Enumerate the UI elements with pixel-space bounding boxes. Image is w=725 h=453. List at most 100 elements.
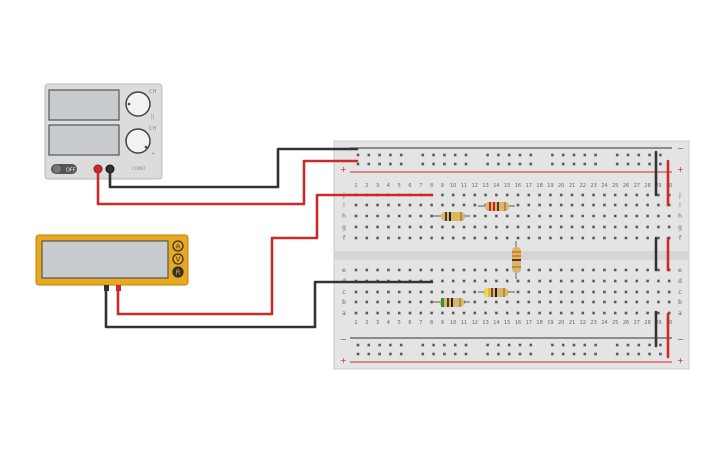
breadboard-hole[interactable] xyxy=(505,311,509,315)
breadboard-hole[interactable] xyxy=(603,268,606,272)
breadboard-hole[interactable] xyxy=(549,311,552,315)
breadboard-hole[interactable] xyxy=(473,203,477,207)
breadboard-hole[interactable] xyxy=(538,203,541,207)
breadboard-hole[interactable] xyxy=(462,225,466,229)
breadboard-hole[interactable] xyxy=(441,311,444,315)
breadboard-hole[interactable] xyxy=(657,290,660,294)
breadboard-hole[interactable] xyxy=(378,162,381,166)
breadboard-hole[interactable] xyxy=(464,153,468,157)
breadboard-hole[interactable] xyxy=(354,268,358,272)
breadboard-hole[interactable] xyxy=(583,153,587,157)
breadboard-hole[interactable] xyxy=(451,236,455,240)
breadboard-hole[interactable] xyxy=(495,214,498,218)
breadboard-hole[interactable] xyxy=(367,162,371,166)
breadboard-hole[interactable] xyxy=(603,193,606,197)
breadboard-hole[interactable] xyxy=(592,193,595,197)
breadboard-hole[interactable] xyxy=(453,153,457,157)
breadboard-hole[interactable] xyxy=(637,352,641,356)
breadboard-hole[interactable] xyxy=(397,203,401,207)
breadboard-hole[interactable] xyxy=(408,268,412,272)
breadboard-hole[interactable] xyxy=(549,268,552,272)
breadboard-hole[interactable] xyxy=(495,225,498,229)
breadboard-hole[interactable] xyxy=(603,290,606,294)
breadboard-hole[interactable] xyxy=(592,268,595,272)
breadboard-hole[interactable] xyxy=(354,236,358,240)
breadboard-hole[interactable] xyxy=(473,300,477,304)
breadboard-hole[interactable] xyxy=(518,343,522,347)
breadboard-hole[interactable] xyxy=(505,214,509,218)
breadboard-hole[interactable] xyxy=(538,214,541,218)
breadboard-hole[interactable] xyxy=(473,214,477,218)
breadboard-hole[interactable] xyxy=(581,268,585,272)
breadboard-hole[interactable] xyxy=(432,343,435,347)
breadboard-hole[interactable] xyxy=(453,162,457,166)
breadboard-hole[interactable] xyxy=(507,343,511,347)
breadboard-hole[interactable] xyxy=(505,279,509,283)
breadboard-hole[interactable] xyxy=(592,214,595,218)
breadboard-hole[interactable] xyxy=(581,300,585,304)
breadboard-hole[interactable] xyxy=(527,311,531,315)
mode-r-button[interactable]: R xyxy=(172,266,184,278)
breadboard-hole[interactable] xyxy=(646,279,649,283)
wire-supply-positive[interactable] xyxy=(96,159,359,206)
breadboard-hole[interactable] xyxy=(529,162,533,166)
breadboard-hole[interactable] xyxy=(624,311,628,315)
breadboard-hole[interactable] xyxy=(354,300,358,304)
breadboard-hole[interactable] xyxy=(538,300,541,304)
breadboard-hole[interactable] xyxy=(561,162,565,166)
breadboard-hole[interactable] xyxy=(408,203,412,207)
breadboard-hole[interactable] xyxy=(408,225,412,229)
breadboard-hole[interactable] xyxy=(408,290,412,294)
breadboard-hole[interactable] xyxy=(462,193,466,197)
breadboard-hole[interactable] xyxy=(451,203,455,207)
breadboard-hole[interactable] xyxy=(399,162,403,166)
breadboard-hole[interactable] xyxy=(635,203,639,207)
breadboard-hole[interactable] xyxy=(592,203,595,207)
breadboard-hole[interactable] xyxy=(551,162,554,166)
breadboard-hole[interactable] xyxy=(507,352,511,356)
breadboard-hole[interactable] xyxy=(397,225,401,229)
breadboard-hole[interactable] xyxy=(432,153,435,157)
breadboard[interactable]: − + − + − + − + 112233445566778899101011… xyxy=(333,140,690,370)
breadboard-hole[interactable] xyxy=(667,214,671,218)
breadboard-hole[interactable] xyxy=(549,225,552,229)
breadboard-hole[interactable] xyxy=(389,162,392,166)
breadboard-hole[interactable] xyxy=(419,311,423,315)
breadboard-hole[interactable] xyxy=(559,311,563,315)
breadboard-hole[interactable] xyxy=(559,300,563,304)
breadboard-hole[interactable] xyxy=(419,268,423,272)
breadboard-hole[interactable] xyxy=(408,236,412,240)
breadboard-hole[interactable] xyxy=(495,300,498,304)
breadboard-hole[interactable] xyxy=(495,268,498,272)
breadboard-hole[interactable] xyxy=(397,214,401,218)
breadboard-hole[interactable] xyxy=(583,162,587,166)
breadboard-hole[interactable] xyxy=(559,279,563,283)
breadboard-hole[interactable] xyxy=(624,300,628,304)
breadboard-hole[interactable] xyxy=(516,225,520,229)
breadboard-hole[interactable] xyxy=(484,311,487,315)
breadboard-hole[interactable] xyxy=(529,343,533,347)
breadboard-hole[interactable] xyxy=(516,203,520,207)
breadboard-hole[interactable] xyxy=(397,268,401,272)
breadboard-hole[interactable] xyxy=(603,225,606,229)
breadboard-hole[interactable] xyxy=(430,225,433,229)
breadboard-hole[interactable] xyxy=(657,214,660,218)
breadboard-hole[interactable] xyxy=(430,203,433,207)
breadboard-hole[interactable] xyxy=(583,343,587,347)
breadboard-hole[interactable] xyxy=(516,193,520,197)
breadboard-hole[interactable] xyxy=(570,279,574,283)
breadboard-hole[interactable] xyxy=(527,300,531,304)
breadboard-hole[interactable] xyxy=(615,352,619,356)
breadboard-hole[interactable] xyxy=(529,153,533,157)
breadboard-hole[interactable] xyxy=(451,311,455,315)
breadboard-hole[interactable] xyxy=(356,153,360,157)
wire-meter-negative[interactable] xyxy=(104,280,434,329)
breadboard-hole[interactable] xyxy=(667,225,671,229)
breadboard-hole[interactable] xyxy=(613,193,617,197)
breadboard-hole[interactable] xyxy=(561,352,565,356)
breadboard-hole[interactable] xyxy=(378,352,381,356)
breadboard-hole[interactable] xyxy=(527,290,531,294)
breadboard-hole[interactable] xyxy=(397,290,401,294)
breadboard-hole[interactable] xyxy=(387,236,390,240)
breadboard-hole[interactable] xyxy=(473,268,477,272)
